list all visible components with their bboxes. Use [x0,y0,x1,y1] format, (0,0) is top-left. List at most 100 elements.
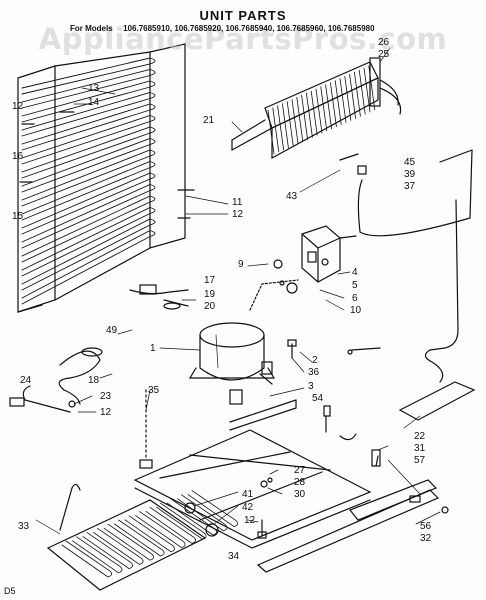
evaporator-fin [354,71,361,117]
callout-9: 9 [238,259,244,270]
coil-tube [21,57,156,95]
evaporator-fin [315,88,323,134]
evaporator-fin [310,90,318,136]
coil-tube [21,149,156,207]
capillary-tube [429,199,459,351]
drain-coil-loop [166,498,217,536]
evaporator-coil [231,57,402,160]
callout-16: 16 [12,151,24,162]
coil-tube [21,218,156,291]
drain-coil-loop [124,515,175,553]
evaporator-fin [325,84,332,130]
evaporator-fin [330,82,337,128]
evaporator-fin [344,76,352,121]
evaporator-fin [267,109,275,155]
callout-32: 32 [420,533,432,544]
power-cord [9,347,103,413]
callout-43: 43 [286,191,298,202]
drain-coil [46,483,238,591]
callout-12: 12 [244,515,256,526]
model-number: 106.7685980 [327,24,375,33]
callout-24: 24 [20,375,32,386]
callout-49: 49 [106,325,118,336]
evaporator-fin [301,94,308,140]
model-number: 106.7685960 [276,24,324,33]
rail-lower [256,489,440,573]
callout-14: 14 [88,97,100,108]
evaporator-fin [296,97,304,142]
condenser-coil [17,43,186,313]
drain-coil-loop [156,502,207,540]
footer-code: D5 [4,586,16,596]
callout-26: 26 [378,37,390,48]
callout-35: 35 [148,385,160,396]
evaporator-fin [272,107,280,153]
coil-tube [21,80,156,123]
callout-19: 19 [204,289,216,300]
callout-5: 5 [352,280,358,291]
rail-upper [398,381,476,421]
drain-coil-loop [187,490,238,528]
drain-coil-loop [135,511,186,549]
callout-12: 12 [100,407,112,418]
callout-56: 56 [420,521,432,532]
drain-coil-loop [177,494,228,532]
callout-3: 3 [308,381,314,392]
evaporator-fin [339,78,347,123]
grommet [286,282,298,294]
drain-coil-loop [93,528,144,565]
drain-coil-loop [145,507,196,544]
evaporator-fin [358,69,366,115]
callout-21: 21 [203,115,215,126]
model-number: 106.7685940 [225,24,273,33]
callout-6: 6 [352,293,358,304]
callout-28: 28 [294,477,306,488]
evaporator-fin [320,86,328,132]
models-label: For Models [70,24,113,33]
evaporator-fin [334,80,342,125]
callout-23: 23 [100,391,112,402]
callout-54: 54 [312,393,324,404]
model-number: 106.7685920 [174,24,222,33]
callout-36: 36 [308,367,320,378]
callout-41: 41 [242,489,254,500]
evaporator-fin [306,92,313,138]
coil-tube [21,69,156,109]
coil-tube [21,184,156,249]
callout-57: 57 [414,455,426,466]
callout-18: 18 [88,375,100,386]
callout-17: 17 [204,275,216,286]
evaporator-fin [282,103,289,149]
callout-15: 15 [12,211,24,222]
callout-25: 25 [378,49,390,60]
callout-4: 4 [352,267,358,278]
callout-27: 27 [294,465,306,476]
coil-tube [21,126,156,179]
callout-11: 11 [232,197,243,208]
drain-coil-loop [82,532,133,570]
drain-coil-loop [114,519,165,557]
coil-tube [21,161,156,221]
drain-coil-loop [103,523,154,561]
coil-tube [21,195,156,263]
drain-coil-loop [72,536,123,574]
evaporator-fin [349,73,356,119]
evaporator-fin [286,101,294,146]
callout-2: 2 [312,355,318,366]
coil-tube [21,115,156,165]
callout-12: 12 [12,101,24,112]
callout-42: 42 [242,502,254,513]
callout-39: 39 [404,169,416,180]
coil-tube [21,207,156,277]
diagram-title: UNIT PARTS [199,8,287,23]
callout-20: 20 [204,301,216,312]
evaporator-fin [363,67,371,113]
coil-tube [21,230,156,305]
coil-tube [21,103,156,151]
compressor [188,322,276,405]
callout-37: 37 [404,181,416,192]
evaporator-fin [277,105,284,151]
callout-10: 10 [350,305,362,316]
